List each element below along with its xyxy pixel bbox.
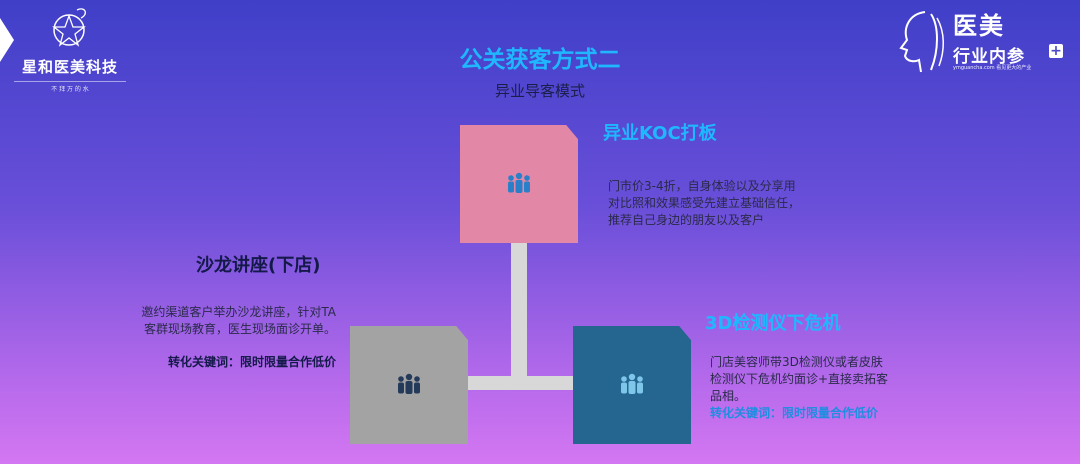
face-profile-icon	[899, 11, 944, 73]
right-logo-big: 医美	[953, 12, 1005, 40]
people-group-icon	[398, 373, 420, 394]
koc-box	[460, 125, 578, 243]
salon-keyword: 转化关键词：限时限量合作低价	[167, 355, 336, 369]
salon-box	[350, 326, 468, 444]
right-logo-url: ymguancha.com 看见更大的产业	[953, 65, 1032, 71]
koc-description: 门市价3-4折，自身体验以及分享用对比照和效果感受先建立基础信任，推荐自己身边的…	[608, 179, 801, 227]
left-logo: 星和医美科技 不 拜 万 的 水	[14, 4, 126, 93]
device-description: 门店美容师带3D检测仪或者皮肤检测仪下危机约面诊+直接卖拓客品相。	[710, 355, 889, 403]
left-logo-name: 星和医美科技	[21, 58, 118, 76]
salon-description: 邀约渠道客户举办沙龙讲座，针对TA客群现场教育，医生现场面诊开单。	[141, 305, 336, 336]
connector-vertical	[511, 236, 527, 390]
left-logo-tagline: 不 拜 万 的 水	[14, 81, 126, 93]
connector-horizontal	[466, 376, 576, 390]
device-title: 3D检测仪下危机	[705, 313, 841, 334]
people-group-icon	[621, 373, 643, 394]
device-box	[573, 326, 691, 444]
koc-title: 异业KOC打板	[603, 123, 717, 144]
star-logo-icon	[52, 8, 86, 47]
salon-title: 沙龙讲座(下店)	[196, 255, 321, 276]
page-title: 公关获客方式二	[459, 47, 621, 73]
right-logo: 医美 行业内参 + ymguancha.com 看见更大的产业	[895, 6, 1075, 76]
right-logo-mid: 行业内参	[953, 47, 1025, 67]
page-subtitle: 异业导客模式	[494, 82, 585, 100]
plus-icon: +	[1049, 43, 1063, 59]
people-group-icon	[508, 172, 530, 193]
left-edge-bracket	[0, 18, 14, 62]
device-keyword: 转化关键词：限时限量合作低价	[710, 406, 879, 420]
